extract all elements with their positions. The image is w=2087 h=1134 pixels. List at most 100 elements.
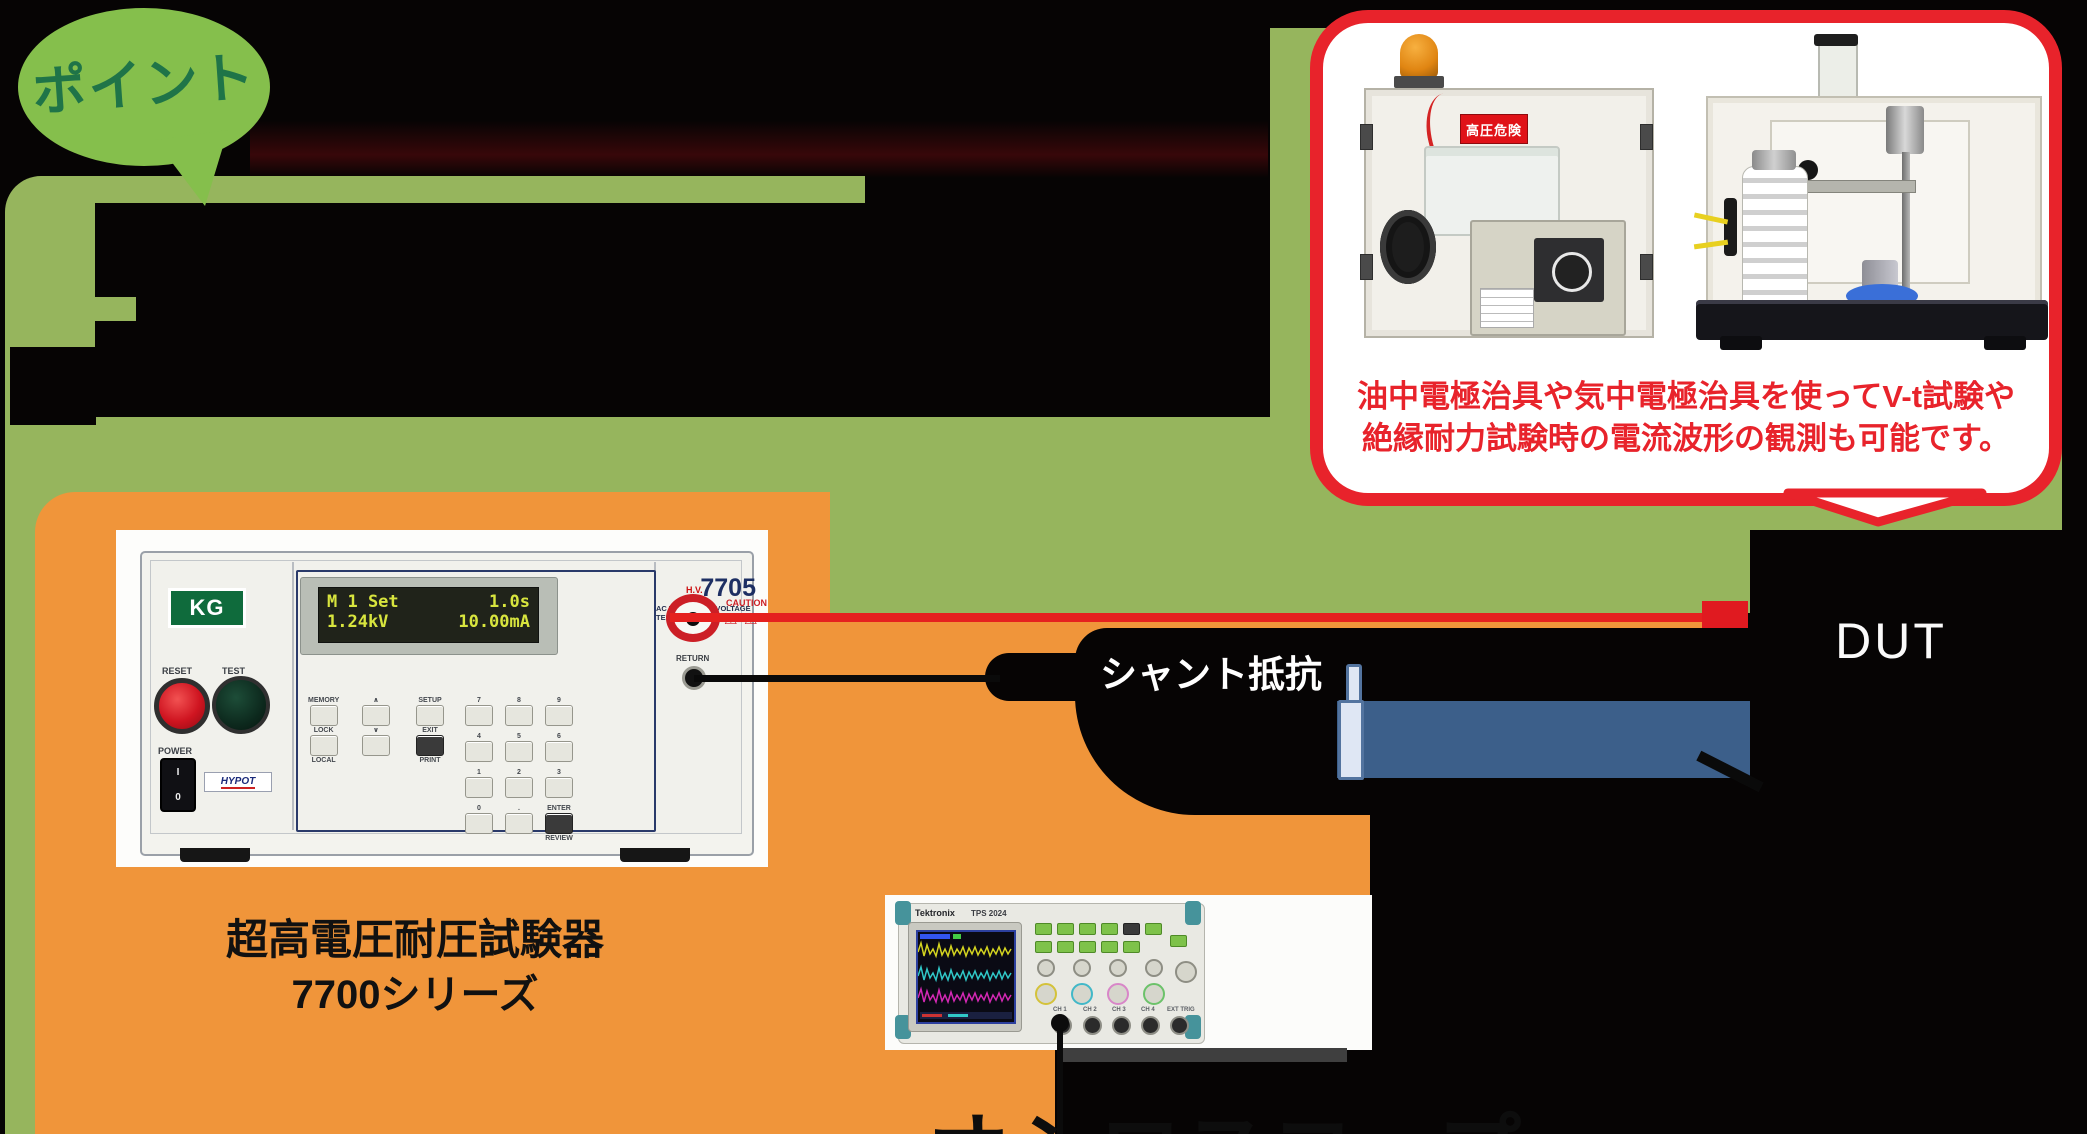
power-label: POWER xyxy=(158,746,193,756)
danger-sign: 高圧危険 xyxy=(1460,114,1528,144)
scope-btn-3 xyxy=(1079,923,1096,935)
scope-btn-7 xyxy=(1035,941,1052,953)
scope-horizontal-knob xyxy=(1175,961,1197,983)
shunt-probe-body xyxy=(1338,700,1364,780)
scope-bumper-tl xyxy=(895,901,911,925)
key-5 xyxy=(505,741,533,762)
hv-wire-red xyxy=(670,613,1703,622)
faded-red-band xyxy=(250,120,1268,178)
kg-logo: KG xyxy=(168,588,246,628)
point-badge-tail xyxy=(155,130,228,206)
scope-caption: オシロスコープ xyxy=(926,1086,1523,1134)
hinge-4 xyxy=(1640,254,1653,280)
point-badge-bubble xyxy=(18,8,270,166)
key-9 xyxy=(545,705,573,726)
scope-position-knob-3 xyxy=(1109,959,1127,977)
cross-arm xyxy=(1790,180,1916,193)
power-off-mark: 0 xyxy=(175,792,181,803)
memory-key: MEMORY LOCK LOCAL xyxy=(308,697,340,764)
green-band-wire-area xyxy=(830,490,1750,613)
scope-waveforms xyxy=(917,934,1012,1019)
cable-coil xyxy=(1380,210,1436,284)
scope-screen xyxy=(916,930,1016,1024)
air-fixture-photo xyxy=(1693,34,2048,350)
insulator-stack xyxy=(1742,166,1808,314)
arrow-keys: ∧ ∨ xyxy=(362,696,390,756)
power-on-mark: I xyxy=(176,767,180,778)
hypot-logo: HYPOT xyxy=(204,772,272,792)
lcd-line2-right: 10.00mA xyxy=(458,612,530,632)
return-label: RETURN xyxy=(676,654,710,663)
scope-brand: Tektronix xyxy=(915,908,955,918)
scope-bumper-bl xyxy=(895,1015,911,1039)
base-foot-left xyxy=(1720,336,1762,350)
reset-button xyxy=(154,678,210,734)
tester-caption-2: 7700シリーズ xyxy=(291,973,539,1017)
scope-btn-9 xyxy=(1079,941,1096,953)
model-number: 7705 xyxy=(700,574,756,602)
divider-1 xyxy=(292,562,294,830)
case-handle xyxy=(1724,198,1737,256)
oil-fixture-photo: 高圧危険 xyxy=(1358,34,1656,338)
glass-cylinder xyxy=(1818,38,1858,100)
scope-bumper-tr xyxy=(1185,901,1201,925)
hinge-2 xyxy=(1360,254,1373,280)
electrode-rod xyxy=(1902,152,1910,338)
hinge-1 xyxy=(1360,124,1373,150)
hinge-3 xyxy=(1640,124,1653,150)
lcd-screen: M 1 Set 1.0s 1.24kV 10.00mA xyxy=(318,587,539,643)
return-wire-black xyxy=(694,675,1000,682)
hv-label: H.V. xyxy=(686,585,703,595)
key-4 xyxy=(465,741,493,762)
oil-tester-knob xyxy=(1552,252,1592,292)
scope-bnc-ch3 xyxy=(1112,1016,1131,1035)
oil-tester-unit xyxy=(1470,220,1626,336)
fixture-base xyxy=(1696,300,2048,340)
shunt-label: シャント抵抗 xyxy=(1100,654,1322,695)
danger-sign-text: 高圧危険 xyxy=(1465,122,1522,138)
key-1 xyxy=(465,777,493,798)
insulator-cap xyxy=(1752,150,1796,170)
scope-volts-knob-ch1 xyxy=(1035,983,1057,1005)
metal-cylinder xyxy=(1886,106,1924,154)
reset-label: RESET xyxy=(162,666,193,676)
tester-caption-1: 超高電圧耐圧試験器 xyxy=(225,916,604,963)
base-foot-right xyxy=(1984,336,2026,350)
scope-btn-6 xyxy=(1145,923,1162,935)
scope-model: TPS 2024 xyxy=(971,909,1007,918)
caution-label: CAUTION xyxy=(726,598,767,608)
scope-volts-knob-ch4 xyxy=(1143,983,1165,1005)
scope-volts-knob-ch2 xyxy=(1071,983,1093,1005)
key-8 xyxy=(505,705,533,726)
tester-foot-right xyxy=(620,848,690,862)
lcd-line1-left: M 1 Set xyxy=(327,592,399,612)
key-0 xyxy=(465,813,493,834)
redacted-headline-block xyxy=(95,203,1255,417)
scope-btn-12 xyxy=(1170,935,1187,947)
scope-position-knob-2 xyxy=(1073,959,1091,977)
shunt-resistor-box xyxy=(1337,701,1750,778)
scope-bnc-ext xyxy=(1170,1016,1189,1035)
tester-foot-left xyxy=(180,848,250,862)
beacon-base xyxy=(1394,76,1444,88)
note-line-2: 絶縁耐力試験時の電流波形の観測も可能です。 xyxy=(1362,421,2010,456)
scope-btn-11 xyxy=(1123,941,1140,953)
key-3 xyxy=(545,777,573,798)
key-dot xyxy=(505,813,533,834)
kg-logo-text: KG xyxy=(189,595,225,620)
setup-key: SETUP EXIT PRINT xyxy=(416,696,444,765)
redacted-headline-fragment xyxy=(10,347,96,425)
test-label: TEST xyxy=(222,666,246,676)
scope-btn-4 xyxy=(1101,923,1118,935)
key-7 xyxy=(465,705,493,726)
scope-btn-1 xyxy=(1035,923,1052,935)
scope-position-knob-4 xyxy=(1145,959,1163,977)
scope-shadow xyxy=(1063,1048,1347,1062)
key-6 xyxy=(545,741,573,762)
scope-btn-8 xyxy=(1057,941,1074,953)
scope-btn-5 xyxy=(1123,923,1140,935)
scope-volts-knob-ch3 xyxy=(1107,983,1129,1005)
